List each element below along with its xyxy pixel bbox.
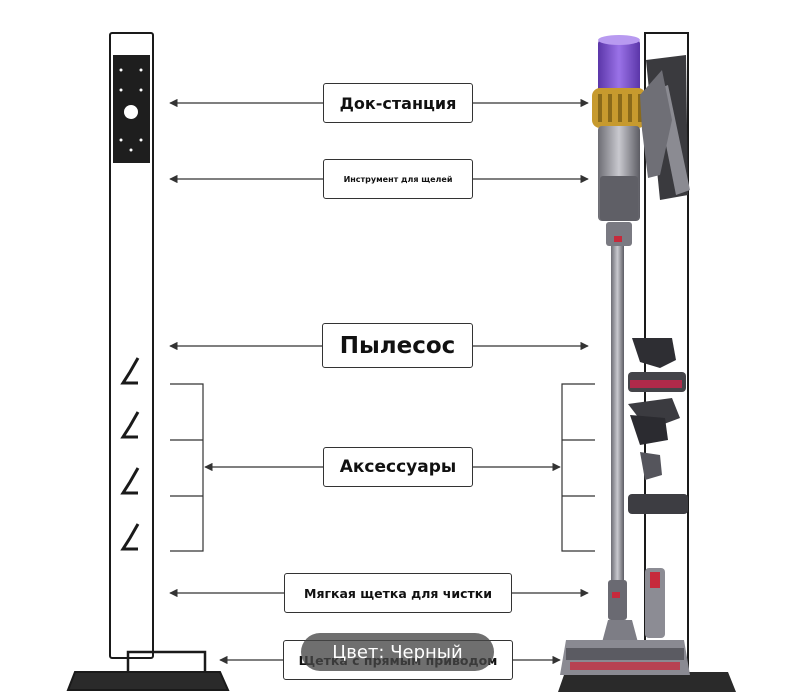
vacuum-filter xyxy=(600,176,638,221)
label-crevice-tool: Инструмент для щелей xyxy=(323,159,473,199)
left-hook-3 xyxy=(120,467,140,495)
accessory-4 xyxy=(630,415,668,445)
left-stand xyxy=(66,32,230,691)
right-base-plate xyxy=(558,672,736,692)
right-accessories xyxy=(628,338,688,638)
left-base-holder xyxy=(126,650,207,672)
left-hook-4 xyxy=(120,523,140,551)
accessory-1 xyxy=(632,338,676,368)
color-badge: Цвет: Черный xyxy=(301,633,494,671)
accessory-6 xyxy=(628,494,688,514)
vacuum-bin xyxy=(598,38,640,100)
left-hook-2 xyxy=(120,411,140,439)
left-hook-1 xyxy=(120,357,140,385)
label-soft-brush: Мягкая щетка для чистки xyxy=(284,573,512,613)
label-vacuum: Пылесос xyxy=(322,323,473,368)
right-bracket xyxy=(561,383,595,552)
arrows xyxy=(169,98,589,665)
left-stand-dock-hole xyxy=(124,105,138,119)
vacuum xyxy=(560,35,690,675)
vacuum-trigger xyxy=(606,222,632,246)
accessories-brackets xyxy=(170,383,595,552)
vacuum-wand-joint xyxy=(608,580,627,620)
left-base-plate xyxy=(66,671,230,691)
vacuum-bin-top xyxy=(598,35,640,45)
vacuum-red-release xyxy=(614,236,622,242)
label-dock-station: Док-станция xyxy=(323,83,473,123)
left-stand-frame xyxy=(109,32,154,659)
accessory-5 xyxy=(640,452,662,480)
vacuum-wand xyxy=(611,246,624,626)
vacuum-handle xyxy=(640,70,672,178)
accessory-3 xyxy=(628,398,680,430)
label-accessories: Аксессуары xyxy=(323,447,473,487)
left-bracket xyxy=(170,383,204,552)
left-stand-screws xyxy=(119,68,143,152)
